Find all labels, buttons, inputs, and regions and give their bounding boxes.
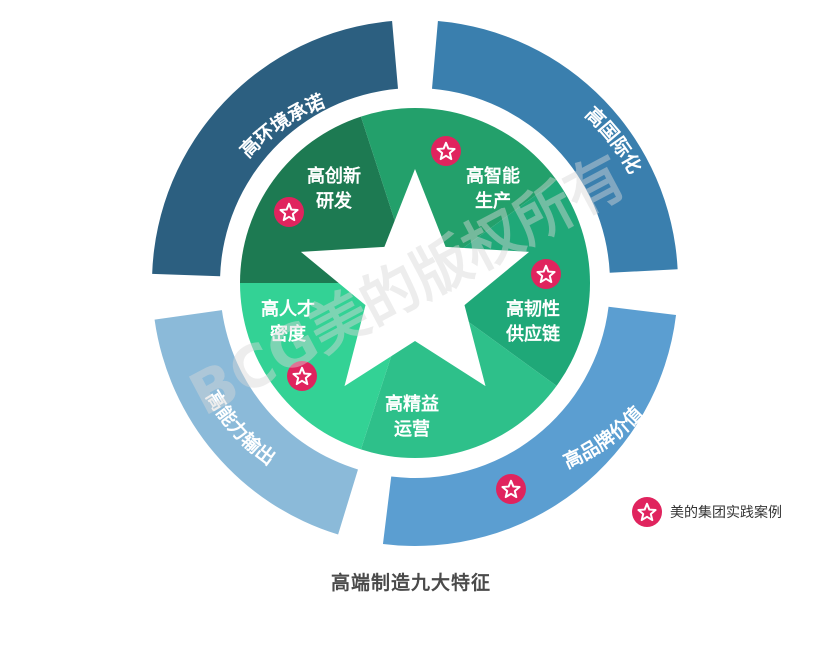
petal-label-supply-2: 供应链 (505, 323, 561, 345)
center-star-icon (300, 169, 530, 387)
petal-label-talent-1: 高人才 (261, 298, 315, 320)
outer-segment-brand (382, 306, 677, 546)
petal-label-smart-1: 高智能 (466, 165, 520, 187)
outer-segment-env (152, 21, 399, 277)
petal-label-lean-1: 高精益 (385, 393, 439, 415)
badge-rd (274, 197, 304, 227)
inner-petals (240, 108, 591, 458)
petal-label-supply-1: 高韧性 (506, 298, 560, 320)
legend-label: 美的集团实践案例 (670, 505, 782, 521)
outer-ring (152, 21, 678, 546)
nine-features-diagram: 高环境承诺 高国际化 高品牌价值 高能力输出 高创新 研发 高智能 生产 高韧性… (152, 21, 678, 546)
petal-label-lean-2: 运营 (394, 418, 430, 440)
petal-label-rd-1: 高创新 (307, 165, 361, 187)
badge-smart (431, 136, 461, 166)
petal-label-rd-2: 研发 (316, 190, 353, 212)
diagram-caption: 高端制造九大特征 (330, 572, 491, 594)
badge-supply (531, 259, 561, 289)
petal-label-smart-2: 生产 (475, 190, 511, 212)
badge-talent (287, 361, 317, 391)
outer-segment-output (154, 310, 358, 535)
petal-label-talent-2: 密度 (270, 323, 307, 345)
petal-rd (240, 116, 415, 283)
outer-segment-intl (431, 21, 678, 273)
star-badge-icon (632, 497, 662, 527)
legend: 美的集团实践案例 (632, 497, 782, 527)
badge-brand (496, 474, 526, 504)
petal-supply (415, 180, 591, 386)
